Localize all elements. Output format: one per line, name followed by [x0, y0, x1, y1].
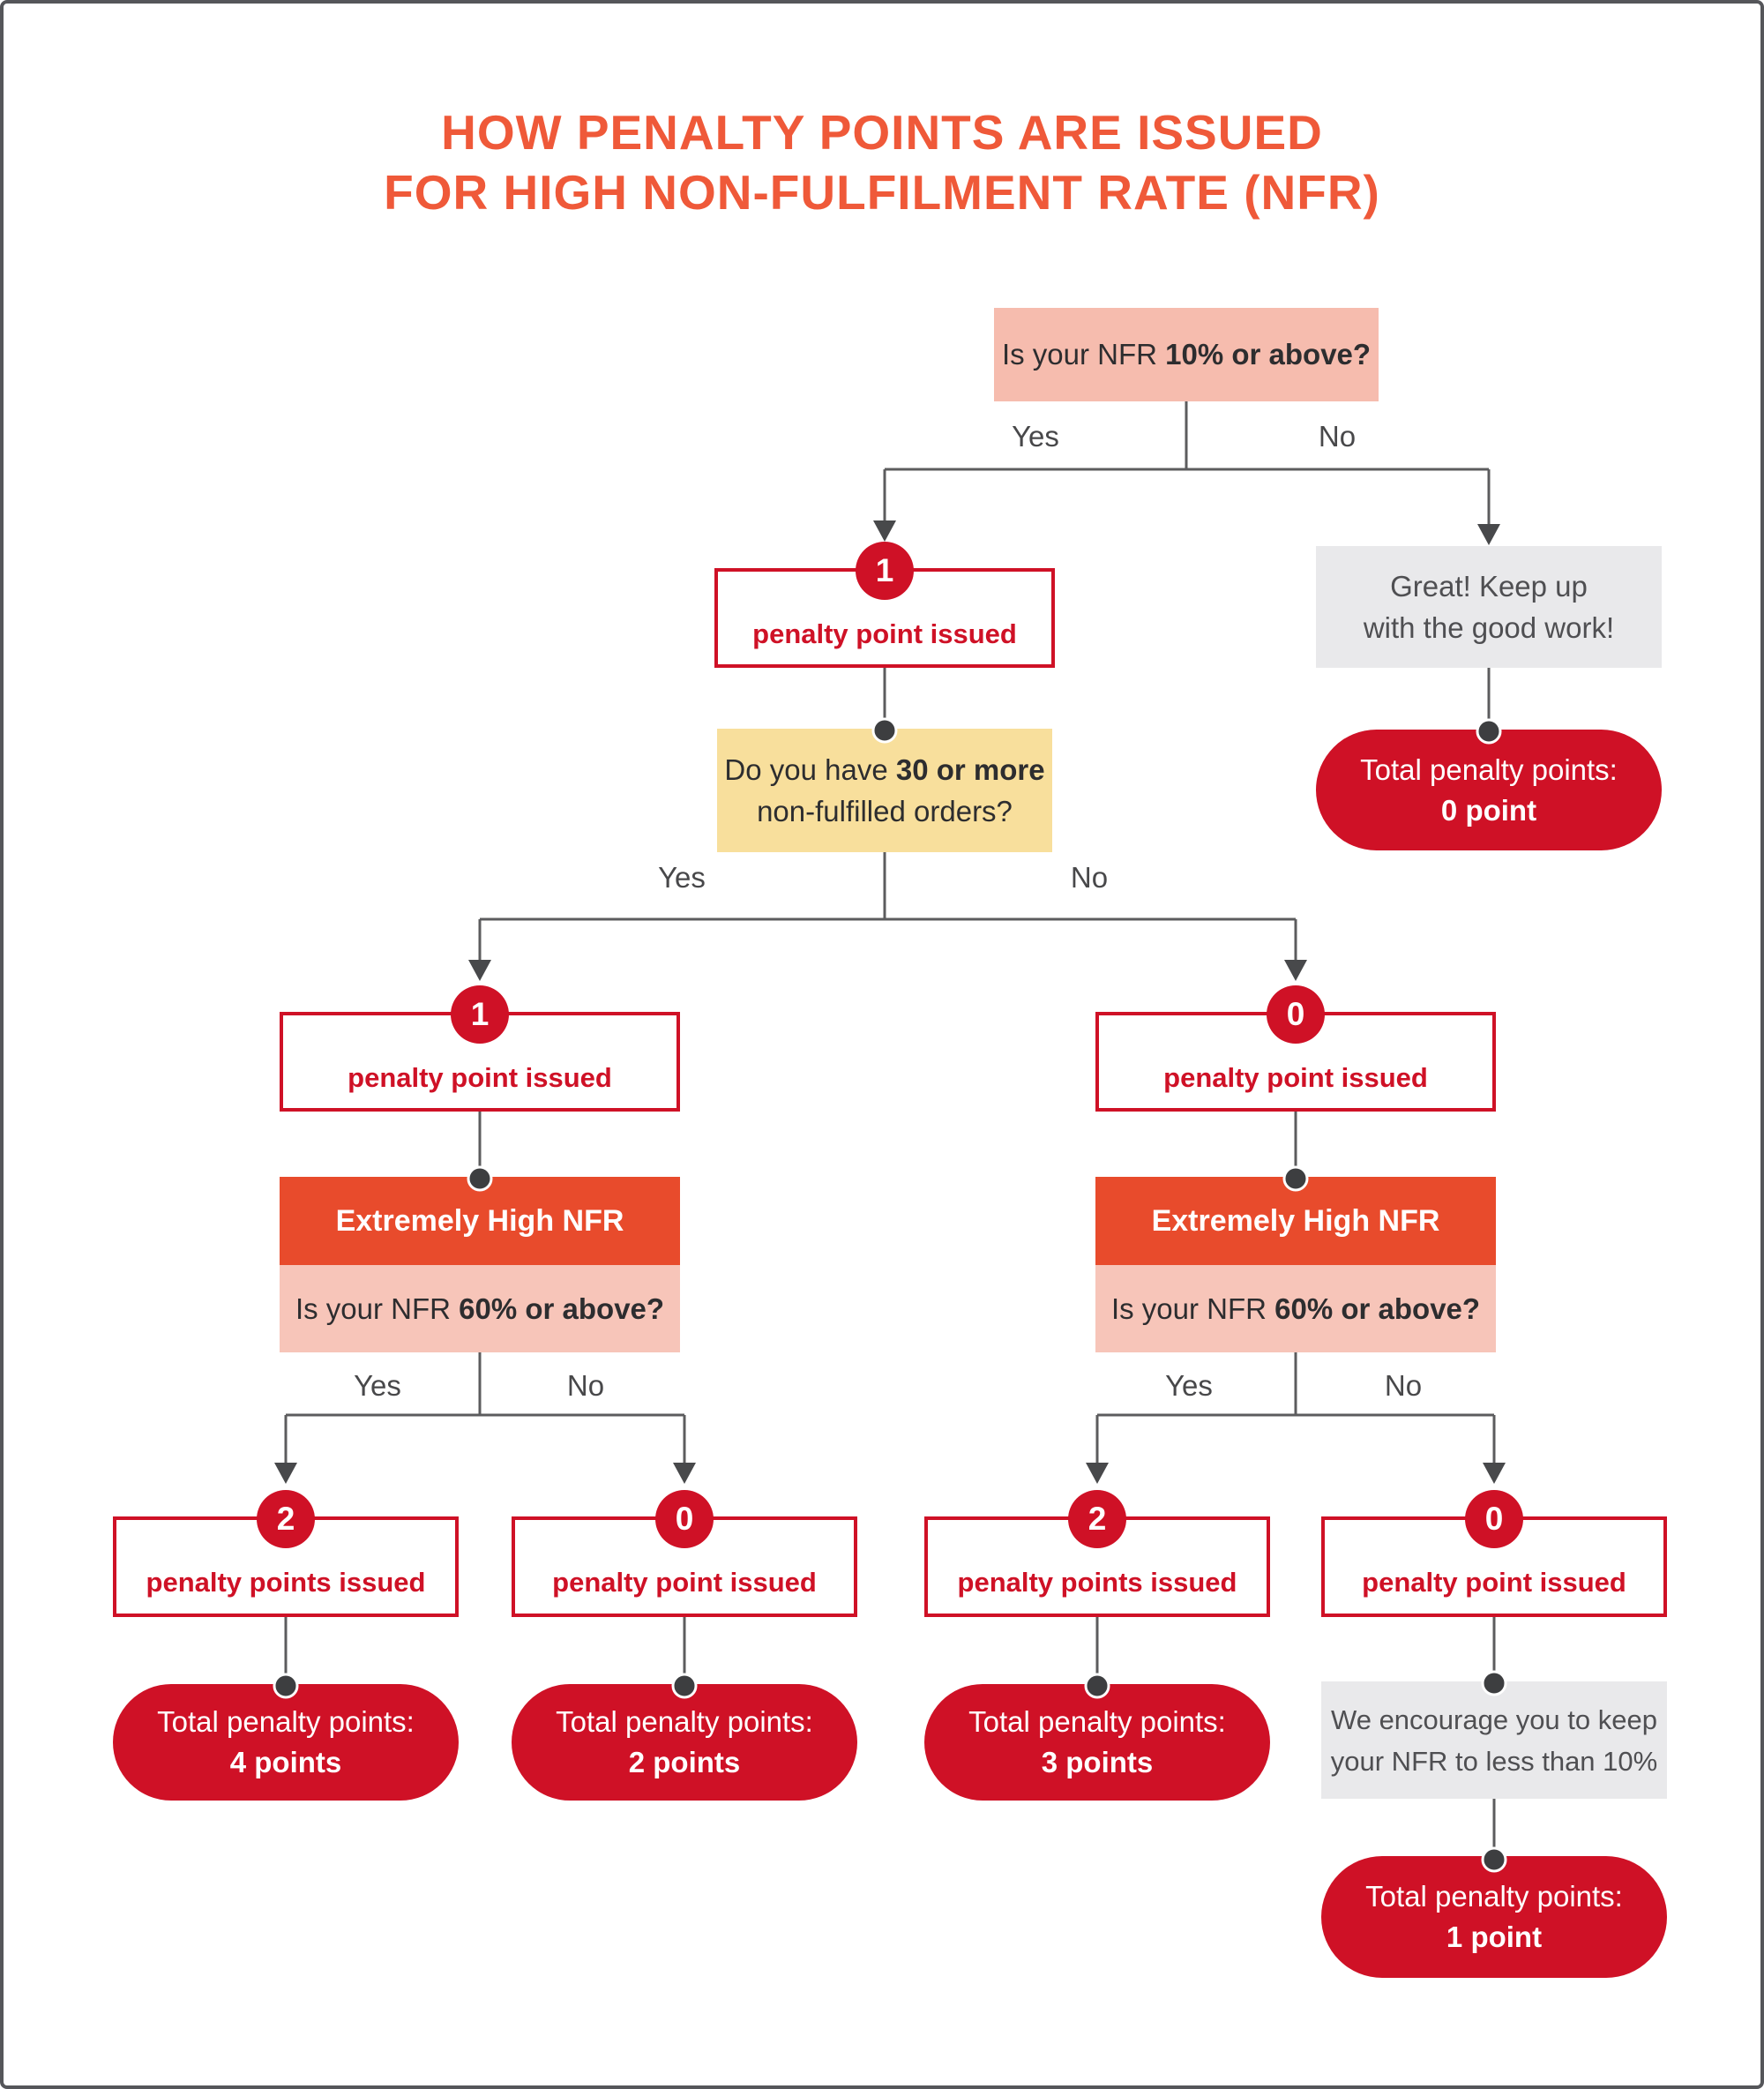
penalty-0-badge-ln: 0 — [655, 1490, 714, 1548]
total-2-line-2: 2 points — [628, 1746, 741, 1778]
ehn-left-question-text: Is your NFR — [295, 1292, 460, 1325]
total-2-line-1: Total penalty points: — [556, 1705, 813, 1738]
ehn-right-question-bold: 60% or above? — [1274, 1292, 1481, 1325]
ehn-right-question-text: Is your NFR — [1110, 1292, 1275, 1325]
total-4-line-1: Total penalty points: — [157, 1705, 415, 1738]
penalty-0-box-right: penalty point issued — [1095, 1012, 1496, 1112]
arrow-down-icon — [673, 1463, 696, 1484]
page-title-line-2: FOR HIGH NON-FULFILMENT RATE (NFR) — [384, 165, 1380, 220]
label-yes-3-left: Yes — [354, 1369, 401, 1402]
question-orders-bold: 30 or more — [895, 753, 1045, 786]
label-yes-1: Yes — [1012, 420, 1059, 453]
label-yes-2: Yes — [658, 861, 706, 894]
encourage-box: We encourage you to keep your NFR to les… — [1321, 1681, 1667, 1799]
great-line-1: Great! Keep up — [1390, 570, 1588, 603]
total-1-line-2: 1 point — [1446, 1921, 1543, 1953]
badge-number: 0 — [1286, 996, 1305, 1032]
arrow-down-icon — [1477, 524, 1500, 545]
total-0-line-2: 0 point — [1440, 793, 1537, 827]
ehn-right-box: Extremely High NFR Is your NFR 60% or ab… — [1095, 1177, 1496, 1352]
total-1-pill: Total penalty points: 1 point — [1321, 1856, 1667, 1978]
penalty-1-label-left: penalty point issued — [348, 1061, 612, 1093]
badge-number: 2 — [276, 1501, 295, 1537]
penalty-2-badge-rl: 2 — [1068, 1490, 1126, 1548]
page-title-line-1: HOW PENALTY POINTS ARE ISSUED — [441, 105, 1323, 160]
total-2-pill: Total penalty points: 2 points — [512, 1684, 857, 1801]
penalty-0-label-ln: penalty point issued — [552, 1567, 817, 1598]
question-orders-box: Do you have 30 or more non-fulfilled ord… — [717, 729, 1052, 852]
question-nfr10-text: Is your NFR — [1001, 338, 1166, 371]
badge-number: 2 — [1088, 1501, 1107, 1537]
ehn-left-question: Is your NFR 60% or above? — [280, 1265, 680, 1352]
penalty-0-label-right: penalty point issued — [1163, 1061, 1428, 1093]
penalty-1-box-left: penalty point issued — [280, 1012, 680, 1112]
arrow-down-icon — [468, 960, 491, 981]
great-line-2: with the good work! — [1363, 611, 1615, 644]
question-nfr10-bold: 10% or above? — [1165, 338, 1372, 371]
question-nfr10-box: Is your NFR 10% or above? — [994, 308, 1379, 401]
question-orders-text: Do you have — [724, 753, 896, 786]
encourage-line-1: We encourage you to keep — [1331, 1703, 1657, 1735]
arrow-down-icon — [873, 520, 896, 542]
badge-number: 0 — [675, 1501, 694, 1537]
total-3-line-2: 3 points — [1041, 1746, 1154, 1778]
penalty-2-label-ll: penalty points issued — [146, 1567, 426, 1598]
total-0-line-1: Total penalty points: — [1360, 752, 1618, 786]
ehn-left-question-bold: 60% or above? — [459, 1292, 665, 1325]
penalty-2-badge-ll: 2 — [257, 1490, 315, 1548]
page-title: HOW PENALTY POINTS ARE ISSUED FOR HIGH N… — [4, 102, 1760, 222]
great-keep-up-box: Great! Keep up with the good work! — [1316, 546, 1662, 668]
total-0-pill: Total penalty points: 0 point — [1316, 730, 1662, 850]
penalty-1-box-top: penalty point issued — [714, 568, 1055, 668]
badge-number: 1 — [470, 996, 490, 1032]
badge-number: 0 — [1484, 1501, 1504, 1537]
penalty-2-label-rl: penalty points issued — [957, 1567, 1237, 1598]
total-3-pill: Total penalty points: 3 points — [924, 1684, 1270, 1801]
penalty-2-box-rl: penalty points issued — [924, 1516, 1270, 1617]
ehn-left-header: Extremely High NFR — [280, 1177, 680, 1265]
penalty-0-badge-right: 0 — [1267, 985, 1325, 1044]
question-orders-line-1: Do you have 30 or more — [717, 749, 1052, 790]
label-no-3-left: No — [566, 1369, 605, 1402]
question-orders-line-2: non-fulfilled orders? — [757, 795, 1013, 827]
total-3-line-1: Total penalty points: — [968, 1705, 1226, 1738]
penalty-1-label-top: penalty point issued — [752, 618, 1017, 649]
arrow-down-icon — [1086, 1463, 1109, 1484]
ehn-right-question: Is your NFR 60% or above? — [1095, 1265, 1496, 1352]
label-yes-3-right: Yes — [1165, 1369, 1213, 1402]
badge-number: 1 — [875, 552, 894, 588]
total-4-pill: Total penalty points: 4 points — [113, 1684, 459, 1801]
penalty-1-badge-left: 1 — [451, 985, 509, 1044]
penalty-1-badge-top: 1 — [856, 542, 914, 600]
label-no-2: No — [1070, 861, 1109, 894]
arrow-down-icon — [1284, 960, 1307, 981]
total-1-line-1: Total penalty points: — [1365, 1880, 1623, 1913]
ehn-left-box: Extremely High NFR Is your NFR 60% or ab… — [280, 1177, 680, 1352]
label-no-1: No — [1318, 420, 1357, 453]
total-4-line-2: 4 points — [229, 1746, 342, 1778]
arrow-down-icon — [274, 1463, 297, 1484]
penalty-0-label-rn: penalty point issued — [1362, 1567, 1626, 1598]
label-no-3-right: No — [1384, 1369, 1423, 1402]
encourage-line-2: your NFR to less than 10% — [1330, 1745, 1658, 1777]
ehn-right-header: Extremely High NFR — [1095, 1177, 1496, 1265]
penalty-0-badge-rn: 0 — [1465, 1490, 1523, 1548]
arrow-down-icon — [1483, 1463, 1506, 1484]
